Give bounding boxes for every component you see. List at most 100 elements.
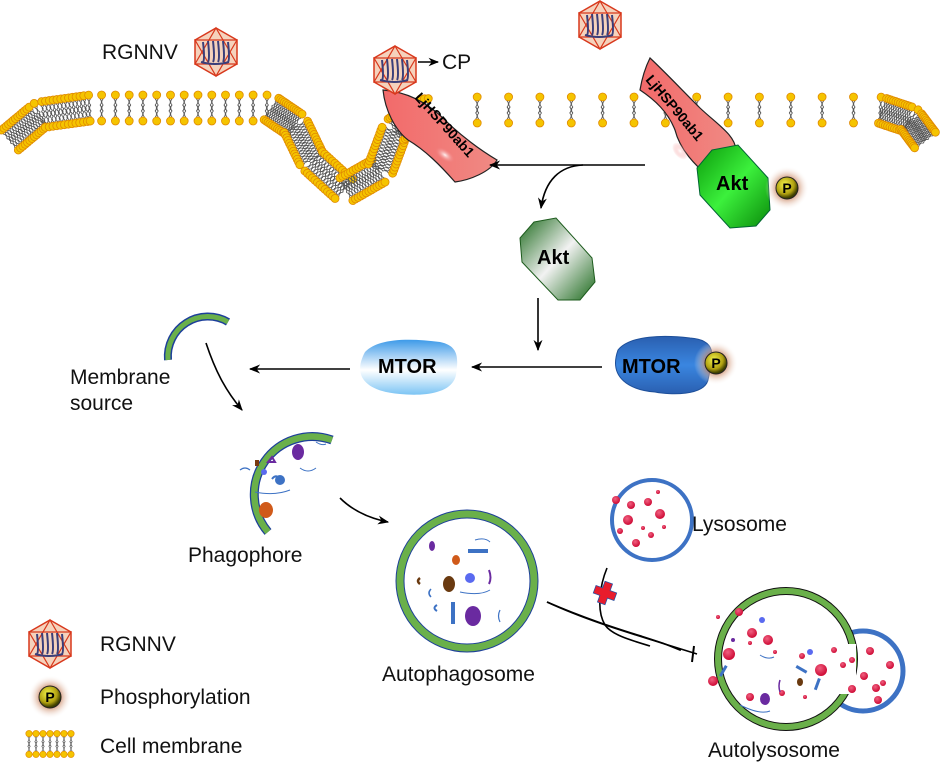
hsp90-receptor-left: LjHSP90ab1 xyxy=(382,89,498,183)
cargo xyxy=(433,604,438,612)
lipid-pair xyxy=(138,90,148,126)
virus-icon xyxy=(194,27,238,77)
lipid-pair xyxy=(32,730,40,758)
lysosome-enzyme xyxy=(763,635,773,645)
autolysosome-label: Autolysosome xyxy=(708,739,840,762)
cargo xyxy=(739,704,771,713)
cargo xyxy=(474,538,491,543)
lysosome-enzyme xyxy=(612,496,620,504)
cargo xyxy=(443,576,455,592)
mtor-phosphorylated: MTOR xyxy=(615,335,713,395)
cargo xyxy=(451,602,455,624)
akt-dephosphorylated: Akt xyxy=(519,217,596,301)
cargo xyxy=(459,589,491,595)
lipid-pair xyxy=(39,730,47,758)
membrane-icon xyxy=(25,730,75,758)
lysosome-enzyme xyxy=(723,648,735,660)
lysosome xyxy=(610,478,694,562)
cargo xyxy=(261,469,267,475)
cargo xyxy=(488,569,492,585)
cargo xyxy=(497,609,501,623)
lysosome-enzyme xyxy=(849,657,855,663)
autolysosome xyxy=(708,587,906,731)
inhibition-bar xyxy=(691,645,695,663)
lipid-pair xyxy=(755,92,764,128)
lipid-pair xyxy=(207,90,217,126)
phosphate-icon xyxy=(764,165,810,211)
fusion-line xyxy=(599,567,651,647)
cargo xyxy=(759,654,775,659)
virus-icon xyxy=(28,619,72,669)
lysosome-enzyme xyxy=(799,653,805,659)
cargo xyxy=(465,606,481,626)
cargo xyxy=(416,577,421,585)
cargo xyxy=(428,588,432,598)
cargo xyxy=(254,489,291,495)
membrane-source-label-2: source xyxy=(70,392,133,415)
lipid-pair xyxy=(472,92,482,128)
lipid-pair xyxy=(67,730,75,758)
cp-label: CP xyxy=(442,51,471,74)
lysosome-enzyme xyxy=(735,608,743,616)
legend-label: RGNNV xyxy=(100,633,176,656)
akt-phosphorylated: Akt xyxy=(696,144,771,229)
cargo xyxy=(719,664,728,677)
lysosome-enzyme xyxy=(872,684,880,692)
autophagosome xyxy=(395,509,539,653)
mtor-label: MTOR xyxy=(378,356,437,378)
lipid-pair xyxy=(598,92,607,128)
arrow xyxy=(339,497,390,525)
lipid-pair xyxy=(629,92,639,128)
lysosome-enzyme xyxy=(748,641,752,645)
cargo xyxy=(795,664,808,674)
lysosome-enzyme xyxy=(815,664,827,676)
legend: RGNNV Phosphorylation Cell membrane xyxy=(25,619,251,758)
lysosome-enzyme xyxy=(632,539,640,547)
lipid-pair xyxy=(179,90,189,126)
lipid-pair xyxy=(111,90,120,126)
lysosome-enzyme xyxy=(848,685,856,693)
lipid-pair xyxy=(248,90,258,126)
membrane-source-arc xyxy=(163,312,231,361)
cargo xyxy=(807,649,813,655)
phagophore-label: Phagophore xyxy=(188,544,302,567)
lysosome-enzyme xyxy=(656,490,660,494)
cargo xyxy=(429,541,435,551)
lipid-pair xyxy=(723,92,733,128)
cargo xyxy=(813,678,821,691)
phagophore xyxy=(239,432,334,535)
arrow xyxy=(537,164,584,210)
lysosome-enzyme xyxy=(886,661,894,669)
virus-icon xyxy=(373,45,417,95)
membrane-source-label: Membrane xyxy=(70,366,170,389)
cargo xyxy=(315,441,327,446)
lipid-pair xyxy=(152,90,162,126)
lysosome-enzyme xyxy=(840,662,846,668)
lysosome-label: Lysosome xyxy=(692,513,787,536)
lysosome-enzyme xyxy=(880,680,886,686)
cargo xyxy=(452,555,460,565)
lipid-pair xyxy=(849,92,858,128)
cargo xyxy=(760,693,770,705)
lysosome-enzyme xyxy=(708,676,718,686)
cargo xyxy=(292,444,304,460)
phosphate-icon xyxy=(27,674,73,720)
cargo xyxy=(731,638,735,642)
cargo xyxy=(239,467,251,471)
lysosome-enzyme xyxy=(716,615,720,619)
lipid-pair xyxy=(60,730,68,758)
lipid-pair xyxy=(786,92,796,128)
legend-label: Cell membrane xyxy=(100,735,242,758)
cargo xyxy=(271,475,279,480)
lipid-pair xyxy=(817,92,827,128)
lipid-pair xyxy=(166,90,175,126)
virus-icon xyxy=(578,0,622,50)
lipid-pair xyxy=(97,90,106,126)
lysosome-enzyme xyxy=(860,672,868,680)
mtor: MTOR xyxy=(360,339,458,395)
cargo xyxy=(255,460,259,466)
lipid-pair xyxy=(221,90,230,126)
lysosome-enzyme xyxy=(662,525,666,529)
lipid-pair xyxy=(504,92,513,128)
